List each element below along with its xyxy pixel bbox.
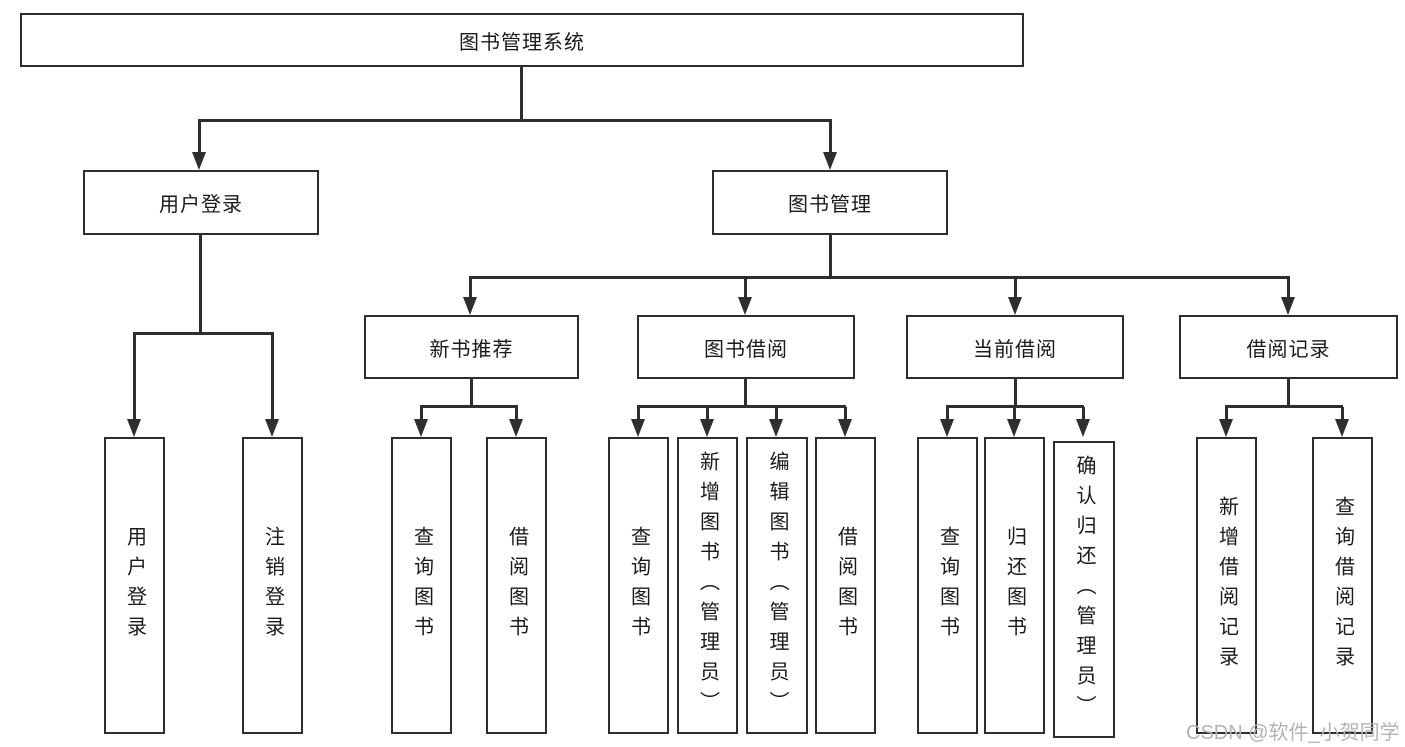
arrow-bb-query xyxy=(631,419,645,437)
node-book-mgmt: 图书管理 xyxy=(712,170,948,235)
connector-drop-currentborrow xyxy=(1014,278,1017,298)
leaf-bb-query-book: 查询图书 xyxy=(608,437,669,734)
leaf-rec-query-book-label: 查询图书 xyxy=(410,525,433,646)
leaf-user-login: 用户登录 xyxy=(104,437,165,734)
leaf-logout: 注销登录 xyxy=(242,437,303,734)
connector-userlogin-bar xyxy=(133,332,274,335)
leaf-bb-query-book-label: 查询图书 xyxy=(627,525,650,646)
node-user-login-label: 用户登录 xyxy=(159,194,243,216)
node-book-borrow: 图书借阅 xyxy=(637,315,855,379)
leaf-bb-edit-book-label: 编辑图书（管理员） xyxy=(766,450,788,721)
connector-newbook-stem xyxy=(470,379,473,408)
connector-borrowrecords-bar xyxy=(1225,405,1343,408)
node-book-mgmt-label: 图书管理 xyxy=(788,194,872,216)
arrow-rec-borrow xyxy=(509,419,523,437)
connector-drop-rec-borrow xyxy=(515,407,518,421)
arrow-cb-return xyxy=(1007,419,1021,437)
arrow-bookborrow xyxy=(738,297,752,315)
connector-drop-cb-query xyxy=(946,407,949,421)
connector-drop-rec-query xyxy=(420,407,423,421)
connector-drop-borrowrecords xyxy=(1287,278,1290,298)
connector-drop-bb-borrow xyxy=(844,407,847,421)
leaf-cb-return-book: 归还图书 xyxy=(984,437,1045,734)
arrow-user-login xyxy=(192,152,206,170)
leaf-cb-query-book: 查询图书 xyxy=(917,437,978,734)
arrow-rec-query xyxy=(414,419,428,437)
connector-drop-bookborrow xyxy=(744,278,747,298)
arrow-cb-query xyxy=(940,419,954,437)
connector-drop-bb-query xyxy=(637,407,640,421)
connector-drop-cb-return xyxy=(1013,407,1016,421)
leaf-br-query-record: 查询借阅记录 xyxy=(1312,437,1373,734)
connector-newbook-bar xyxy=(420,405,518,408)
node-new-book-rec-label: 新书推荐 xyxy=(429,338,514,361)
node-current-borrow-label: 当前借阅 xyxy=(973,338,1057,361)
leaf-rec-borrow-book: 借阅图书 xyxy=(486,437,547,734)
leaf-bb-add-book: 新增图书（管理员） xyxy=(677,437,738,734)
leaf-bb-borrow-book: 借阅图书 xyxy=(815,437,876,734)
arrow-bb-borrow xyxy=(838,419,852,437)
connector-drop-book-mgmt xyxy=(829,121,832,154)
connector-currentborrow-bar xyxy=(946,405,1084,408)
connector-level3-bar xyxy=(469,276,1290,279)
connector-drop-newbook xyxy=(469,278,472,298)
connector-bookborrow-bar xyxy=(637,405,846,408)
connector-drop-br-add xyxy=(1225,407,1228,421)
leaf-rec-borrow-book-label: 借阅图书 xyxy=(505,525,528,646)
arrow-book-mgmt xyxy=(823,152,837,170)
arrow-leaf-login xyxy=(127,419,141,437)
connector-drop-br-query xyxy=(1341,407,1344,421)
connector-borrowrecords-stem xyxy=(1287,379,1290,408)
connector-root-stem xyxy=(520,67,523,121)
arrow-bb-add xyxy=(700,419,714,437)
node-book-borrow-label: 图书借阅 xyxy=(704,338,788,361)
arrow-leaf-logout xyxy=(265,419,279,437)
arrow-bb-edit xyxy=(769,419,783,437)
arrow-br-add xyxy=(1219,419,1233,437)
node-root: 图书管理系统 xyxy=(20,13,1024,67)
leaf-user-login-label: 用户登录 xyxy=(123,525,146,646)
arrow-cb-confirm xyxy=(1076,419,1090,437)
arrow-currentborrow xyxy=(1008,297,1022,315)
connector-bookborrow-stem xyxy=(744,379,747,408)
connector-drop-bb-add xyxy=(706,407,709,421)
leaf-cb-confirm-return: 确认归还（管理员） xyxy=(1053,441,1115,738)
node-borrow-records-label: 借阅记录 xyxy=(1246,338,1331,361)
connector-drop-user-login xyxy=(198,121,201,154)
node-borrow-records: 借阅记录 xyxy=(1179,315,1398,379)
leaf-cb-return-book-label: 归还图书 xyxy=(1003,525,1026,646)
leaf-bb-edit-book: 编辑图书（管理员） xyxy=(746,437,808,734)
leaf-br-add-record: 新增借阅记录 xyxy=(1196,437,1257,734)
connector-drop-cb-confirm xyxy=(1082,407,1085,421)
leaf-br-query-record-label: 查询借阅记录 xyxy=(1331,495,1354,676)
node-current-borrow: 当前借阅 xyxy=(906,315,1124,379)
arrow-br-query xyxy=(1335,419,1349,437)
csdn-watermark: CSDN @软件_小贺同学 xyxy=(1186,722,1400,744)
connector-level2-bar xyxy=(198,119,832,122)
node-root-label: 图书管理系统 xyxy=(459,31,585,54)
arrow-borrowrecords xyxy=(1281,297,1295,315)
arrow-newbook xyxy=(463,297,477,315)
connector-userlogin-stem xyxy=(199,235,202,335)
node-user-login: 用户登录 xyxy=(83,170,319,235)
connector-drop-leaf-login xyxy=(133,334,136,421)
leaf-bb-borrow-book-label: 借阅图书 xyxy=(834,525,857,646)
leaf-bb-add-book-label: 新增图书（管理员） xyxy=(696,450,719,721)
leaf-br-add-record-label: 新增借阅记录 xyxy=(1215,495,1238,676)
leaf-rec-query-book: 查询图书 xyxy=(391,437,452,734)
connector-drop-bb-edit xyxy=(775,407,778,421)
node-new-book-rec: 新书推荐 xyxy=(364,315,579,379)
connector-currentborrow-stem xyxy=(1014,379,1017,408)
connector-drop-leaf-logout xyxy=(271,334,274,421)
leaf-cb-query-book-label: 查询图书 xyxy=(936,525,959,646)
leaf-cb-confirm-return-label: 确认归还（管理员） xyxy=(1073,454,1095,725)
connector-bookmgmt-stem xyxy=(829,235,832,279)
leaf-logout-label: 注销登录 xyxy=(261,525,284,646)
